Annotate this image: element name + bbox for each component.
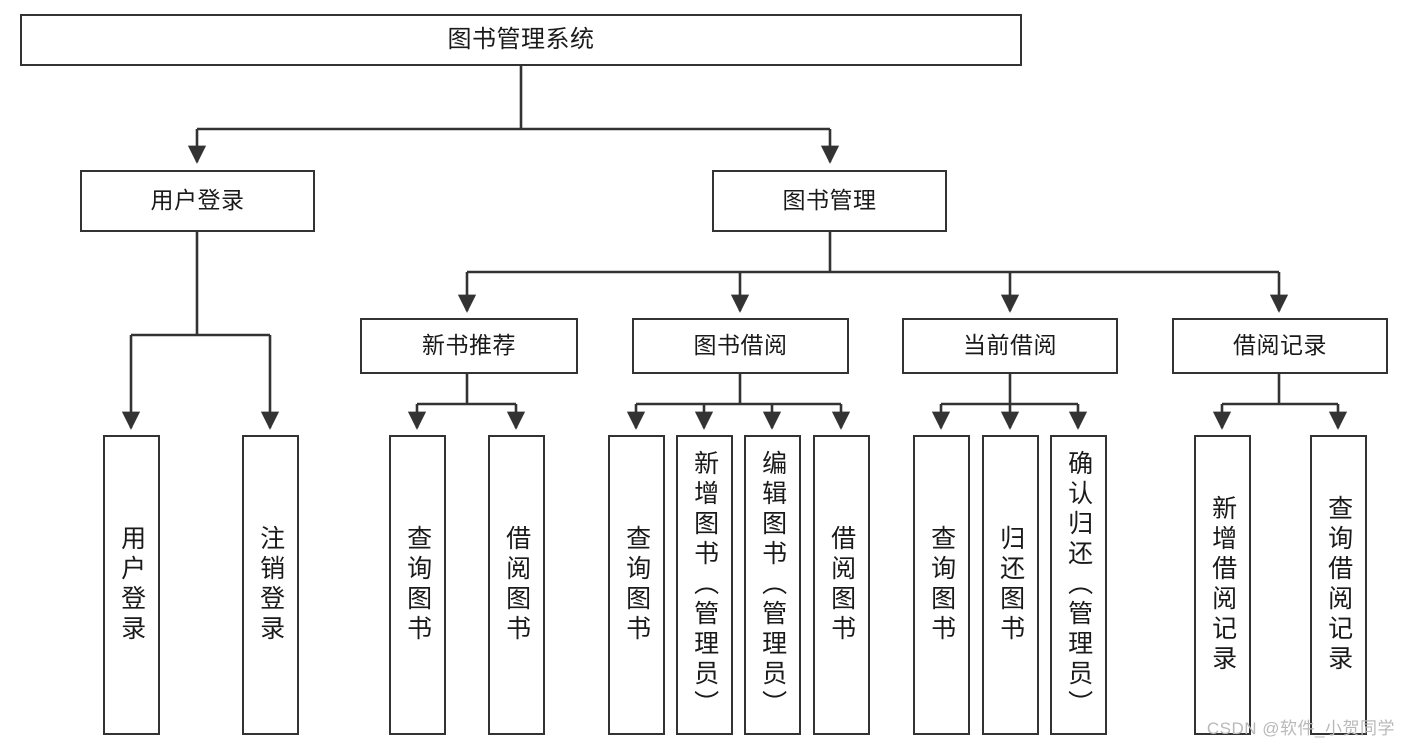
leaf-book-borrow-edit-book-admin[interactable]: 编辑图书（管理员） (744, 435, 801, 735)
node-borrow-records[interactable]: 借阅记录 (1172, 318, 1388, 374)
node-label: 新增图书（管理员） (690, 450, 719, 720)
node-label: 确认归还（管理员） (1064, 450, 1093, 720)
node-label: 借阅图书 (502, 525, 531, 645)
node-book-management[interactable]: 图书管理 (712, 170, 947, 232)
leaf-book-borrow-borrow-book[interactable]: 借阅图书 (813, 435, 870, 735)
node-user-login[interactable]: 用户登录 (80, 170, 315, 232)
node-label: 借阅图书 (827, 525, 856, 645)
node-root-book-management-system[interactable]: 图书管理系统 (20, 14, 1022, 66)
node-label: 用户登录 (150, 187, 245, 214)
leaf-current-borrow-query-book[interactable]: 查询图书 (913, 435, 970, 735)
leaf-user-login-logout[interactable]: 注销登录 (242, 435, 299, 735)
node-label: 图书管理系统 (447, 25, 595, 53)
node-label: 查询图书 (403, 525, 432, 645)
leaf-book-borrow-add-book-admin[interactable]: 新增图书（管理员） (676, 435, 733, 735)
node-label: 当前借阅 (963, 332, 1057, 359)
leaf-borrow-records-query-record[interactable]: 查询借阅记录 (1310, 435, 1367, 735)
node-label: 注销登录 (256, 525, 285, 645)
leaf-book-borrow-query-book[interactable]: 查询图书 (608, 435, 665, 735)
node-label: 编辑图书（管理员） (758, 450, 787, 720)
node-book-borrow[interactable]: 图书借阅 (632, 318, 849, 374)
node-label: 用户登录 (117, 525, 146, 645)
csdn-watermark: CSDN @软件_小贺同学 (1206, 719, 1395, 738)
leaf-new-book-query-book[interactable]: 查询图书 (389, 435, 446, 735)
leaf-new-book-borrow-book[interactable]: 借阅图书 (488, 435, 545, 735)
node-label: 图书管理 (782, 187, 877, 214)
node-label: 新书推荐 (422, 332, 516, 359)
node-label: 查询借阅记录 (1324, 495, 1353, 675)
node-new-book-recommend[interactable]: 新书推荐 (360, 318, 578, 374)
node-label: 新增借阅记录 (1208, 495, 1237, 675)
leaf-borrow-records-add-record[interactable]: 新增借阅记录 (1194, 435, 1251, 735)
leaf-user-login-login[interactable]: 用户登录 (103, 435, 160, 735)
node-label: 查询图书 (622, 525, 651, 645)
node-current-borrow[interactable]: 当前借阅 (902, 318, 1118, 374)
node-label: 借阅记录 (1233, 332, 1327, 359)
leaf-current-borrow-return-book[interactable]: 归还图书 (982, 435, 1039, 735)
node-label: 图书借阅 (693, 332, 788, 359)
leaf-current-borrow-confirm-return-admin[interactable]: 确认归还（管理员） (1050, 435, 1107, 735)
node-label: 归还图书 (996, 525, 1025, 645)
node-label: 查询图书 (927, 525, 956, 645)
